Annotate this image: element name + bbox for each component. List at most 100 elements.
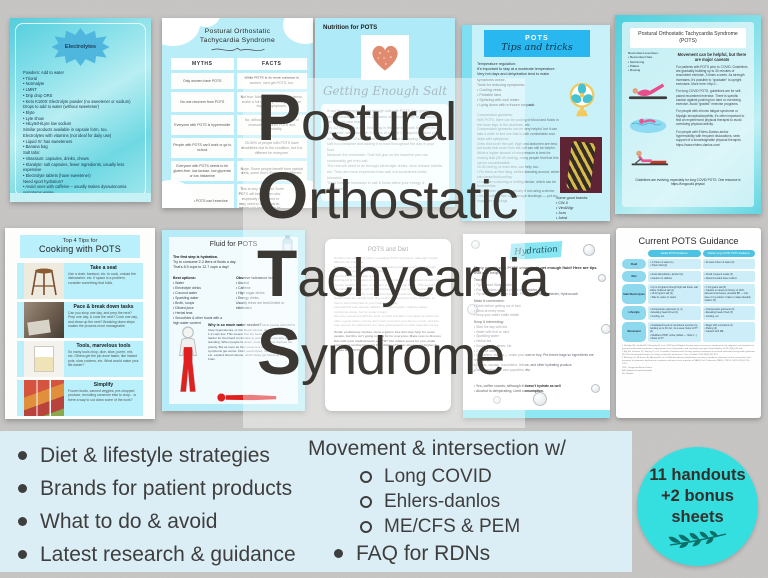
myth-cell: Everyone with POTS needs to be gluten-fr… <box>171 161 234 182</box>
myth-cell: Only women have POTS <box>171 73 234 89</box>
stool-photo <box>24 263 64 299</box>
column-header-myths: MYTHS <box>171 58 234 71</box>
features-list-left: Diet & lifestyle strategies Brands for p… <box>18 439 296 571</box>
cooking-title-big: Cooking with POTS <box>39 244 121 254</box>
bullet-ring-icon <box>360 495 372 508</box>
main-title: Postural Orthostatic Tachycardia Syndrom… <box>257 78 549 390</box>
faq-label: FAQ for RDNs <box>356 541 491 565</box>
movement-heading: Movement can be helpful, but there are m… <box>677 52 747 63</box>
water-droplet <box>601 324 610 334</box>
footer-strip <box>10 193 151 202</box>
movement-paragraph: For people with Ehlers-Danlos and/or hyp… <box>676 129 742 147</box>
guidance-row-label: Salt/ Electrolytes <box>622 283 646 305</box>
cooking-tip-row: Take a seat Use a chair, barstool, etc. … <box>17 263 143 299</box>
guidance-footnotes: 1 Sheldon RS, Grubb BP, Olshansky B, et … <box>622 344 755 375</box>
cooking-tip-title: Pace & break down tasks <box>73 304 134 310</box>
cooking-tip-title: Tools, marvelous tools <box>76 343 131 349</box>
guidance-cell: • Graduated levels of recumbent exercise… <box>648 321 701 342</box>
feature-item: Diet & lifestyle strategies <box>18 439 296 472</box>
movement-paragraph: For people with chronic fatigue syndrome… <box>676 109 745 127</box>
feature-label: Latest research & guidance <box>40 542 296 566</box>
feature-item: What to do & avoid <box>18 505 296 538</box>
cooking-tip-text: So many tools chop, dice, slice, puree, … <box>68 350 139 368</box>
guidance-cell: • Begin with recumbent (3) • Pacing (3) … <box>702 321 755 342</box>
guidance-cell: • At least 2 liters of water (3) <box>702 259 755 270</box>
guidance-row-label: Diet <box>622 271 646 282</box>
intersection-label: Ehlers-danlos <box>384 490 501 512</box>
guidance-cell: • Small, frequent meals (3) • Recommende… <box>702 271 755 282</box>
badge-line: 11 handouts <box>649 465 746 484</box>
myth-cell: No one recovers from POTS <box>171 91 234 112</box>
title-initial: T <box>257 236 298 310</box>
bullet-dot-icon <box>18 517 27 526</box>
nutrition-title: Nutrition for POTS <box>323 24 378 31</box>
paper-shape <box>27 319 51 336</box>
best-options-list: Best options: • Water • Electrolyte drin… <box>173 276 229 326</box>
handout-electrolytes: Electrolytes Powders: Add to water • Tri… <box>10 18 151 202</box>
standing-figure-icon <box>179 326 197 392</box>
compression-socks-photo <box>560 137 602 193</box>
feature-item: Latest research & guidance <box>18 538 296 571</box>
features-banner: Diet & lifestyle strategies Brands for p… <box>0 431 632 572</box>
movement-footer-note: Guidelines are evolving, especially for … <box>635 177 741 186</box>
title-rest: rthostatic <box>308 170 518 230</box>
handout-count-badge: 11 handouts +2 bonus sheets <box>637 447 758 566</box>
feature-item: Brands for patient products <box>18 472 296 505</box>
electrolytes-body-text: Powders: Add to water • Trioral • Normal… <box>23 70 131 202</box>
myth-cell: Everyone with POTS is hypermobile <box>171 114 234 136</box>
salt-heart-photo <box>361 35 409 80</box>
fluid-intro: The first step is hydration. Try to cons… <box>173 255 236 270</box>
frozen-food-photo <box>24 380 64 416</box>
salt-heart-icon <box>372 45 398 70</box>
processor-jar-shape <box>34 346 54 372</box>
best-options-items: • Water • Electrolyte drinks • Coconut w… <box>173 281 223 325</box>
cooking-tip-text: Frozen foods, canned veggies, pre-choppe… <box>68 389 137 402</box>
intersection-item: Long COVID <box>308 464 566 489</box>
title-initial: S <box>257 314 302 388</box>
intersection-item: ME/CFS & PEM <box>308 514 566 539</box>
column-header-facts: FACTS <box>236 58 307 71</box>
food-processor-photo <box>24 341 64 377</box>
sock-stripes <box>566 140 596 192</box>
tips-header-box: POTS Tips and tricks <box>484 30 590 57</box>
movement-intersection-header: Movement & intersection w/ <box>308 437 566 460</box>
cooking-tip-text: Can you shop one day, and prep the next?… <box>68 311 138 329</box>
title-line: Postural <box>257 78 548 156</box>
cooking-tip-row: Simplify Frozen foods, canned veggies, p… <box>17 380 143 416</box>
movement-paragraph: For patients with POTS prior to COVID: G… <box>676 64 748 86</box>
cooking-tip-title: Simplify <box>93 382 114 388</box>
handout-cooking: Top 4 Tips for Cooking with POTS Take a … <box>5 228 155 419</box>
cooking-tip-row: Tools, marvelous tools So many tools cho… <box>17 341 143 377</box>
intersection-label: ME/CFS & PEM <box>384 515 521 537</box>
guidance-table: Adults POTS Guidance Adults Long COVID P… <box>622 250 755 342</box>
title-initial: P <box>257 80 302 154</box>
features-list-right: Movement & intersection w/ Long COVID Eh… <box>308 437 566 568</box>
water-droplet <box>583 244 595 256</box>
guidance-cell: • Compression garments (1, 2) • Elevatin… <box>648 306 701 320</box>
tips-header-script: Tips and tricks <box>501 41 573 53</box>
stool-illustration <box>24 263 64 299</box>
table-corner <box>622 250 646 257</box>
title-line: Orthostatic <box>257 156 548 234</box>
handout-movement: Postural Orthostatic Tachycardia Syndrom… <box>615 15 761 214</box>
guidance-cell: • Avoid dehydration, alcohol (1) • Cauti… <box>648 271 701 282</box>
cooking-tip-text: Use a chair, barstool, etc. to cook, unl… <box>68 272 136 285</box>
bullet-dot-icon <box>334 549 343 558</box>
writing-hands-photo <box>24 302 64 338</box>
fan-icon <box>569 82 595 117</box>
guidance-cell: • 2-3 liters of water (1) • 3 liters flu… <box>648 259 701 270</box>
brands-list: Some good brands: • CW-X • Vim&Vigr • Ju… <box>556 196 589 220</box>
feature-label: Brands for patient products <box>40 476 293 500</box>
water-droplet <box>533 392 547 406</box>
guidance-cell: • Compression garments (3) • Elevating h… <box>702 306 755 320</box>
myth-cell: People with POTS can't work or go to sch… <box>171 138 234 159</box>
bullet-dot-icon <box>18 550 27 559</box>
faq-item: FAQ for RDNs <box>308 539 566 568</box>
title-rest: yndrome <box>301 326 505 386</box>
bullet-dot-icon <box>18 484 27 493</box>
intersection-item: Ehlers-danlos <box>308 489 566 514</box>
title-line: Syndrome <box>257 312 548 390</box>
pilates-illustration <box>628 83 668 99</box>
bullet-ring-icon <box>360 520 372 533</box>
